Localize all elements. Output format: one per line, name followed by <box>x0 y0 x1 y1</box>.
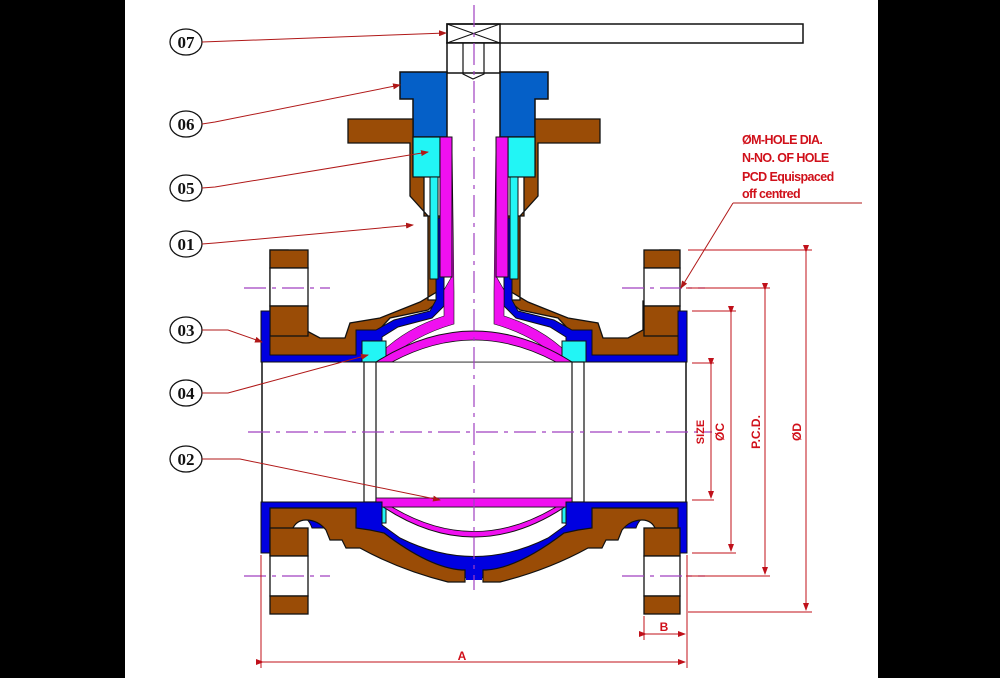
callout-02: 02 <box>169 445 441 502</box>
callout-05: 05 <box>169 150 429 202</box>
svg-text:ØM-HOLE DIA.: ØM-HOLE DIA. <box>742 133 822 147</box>
stem-packing <box>412 136 536 280</box>
svg-text:off centred: off centred <box>742 187 800 201</box>
svg-text:P.C.D.: P.C.D. <box>749 415 763 449</box>
callout-06: 06 <box>169 83 401 138</box>
handle-lever <box>446 23 804 80</box>
callout-01: 01 <box>169 222 414 258</box>
callout-04: 04 <box>169 353 369 407</box>
svg-text:03: 03 <box>178 321 195 340</box>
svg-text:02: 02 <box>178 450 195 469</box>
svg-text:05: 05 <box>178 179 195 198</box>
dimension-labels-bottom: A B <box>458 620 669 663</box>
valve-drawing: 07 06 05 01 03 04 02 <box>169 5 862 668</box>
dimensions-right <box>686 245 812 613</box>
svg-text:B: B <box>660 620 669 634</box>
svg-text:N-NO. OF HOLE: N-NO. OF HOLE <box>742 151 829 165</box>
drawing-canvas: 07 06 05 01 03 04 02 <box>125 0 878 678</box>
dimensions-bottom <box>256 555 688 668</box>
svg-text:PCD Equispaced: PCD Equispaced <box>742 170 834 184</box>
svg-text:06: 06 <box>178 115 195 134</box>
stem <box>371 136 577 363</box>
body-bottom <box>260 501 688 583</box>
flange-top-holes <box>269 249 681 337</box>
svg-text:01: 01 <box>178 235 195 254</box>
svg-text:07: 07 <box>178 33 196 52</box>
svg-text:A: A <box>458 649 467 663</box>
svg-text:04: 04 <box>178 384 196 403</box>
svg-text:ØD: ØD <box>790 423 804 441</box>
hole-note: ØM-HOLE DIA. N-NO. OF HOLE PCD Equispace… <box>680 133 862 289</box>
dimension-labels-right: SIZE ØC P.C.D. ØD <box>695 415 804 449</box>
callouts: 07 06 05 01 03 04 02 <box>169 28 447 502</box>
svg-text:ØC: ØC <box>713 423 727 441</box>
svg-text:SIZE: SIZE <box>695 420 707 444</box>
callout-03: 03 <box>169 316 263 344</box>
callout-07: 07 <box>169 28 447 56</box>
